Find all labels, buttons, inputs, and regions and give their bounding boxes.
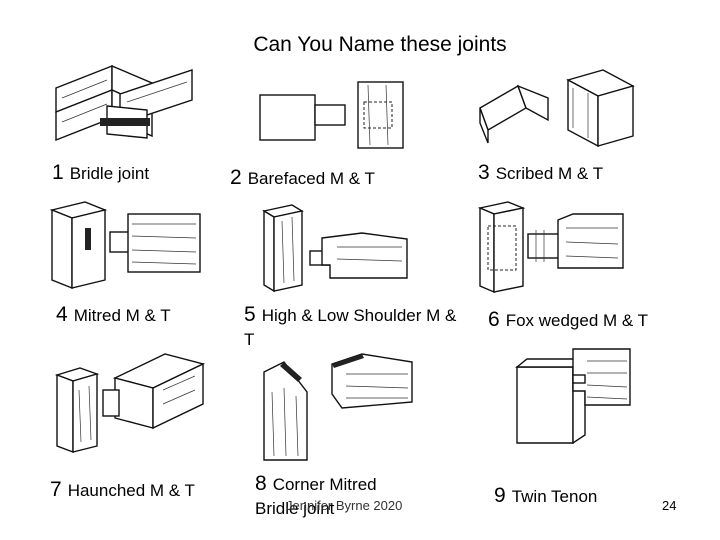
corner-mitred-bridle-drawing	[262, 352, 417, 462]
mitred-mt-drawing	[50, 200, 205, 290]
scribed-mt-drawing	[478, 68, 638, 148]
author-footer: Jennifer Byrne 2020	[286, 498, 403, 513]
high-low-shoulder-mt-drawing	[262, 203, 412, 293]
barefaced-mt-drawing	[258, 80, 408, 150]
twin-tenon-drawing	[515, 345, 635, 445]
slide-number: 24	[662, 498, 677, 513]
bridle-joint-drawing	[52, 58, 197, 153]
fox-wedged-mt-drawing	[478, 200, 628, 295]
haunched-mt-drawing	[55, 350, 205, 455]
slide-title: Can You Name these joints	[253, 33, 507, 56]
